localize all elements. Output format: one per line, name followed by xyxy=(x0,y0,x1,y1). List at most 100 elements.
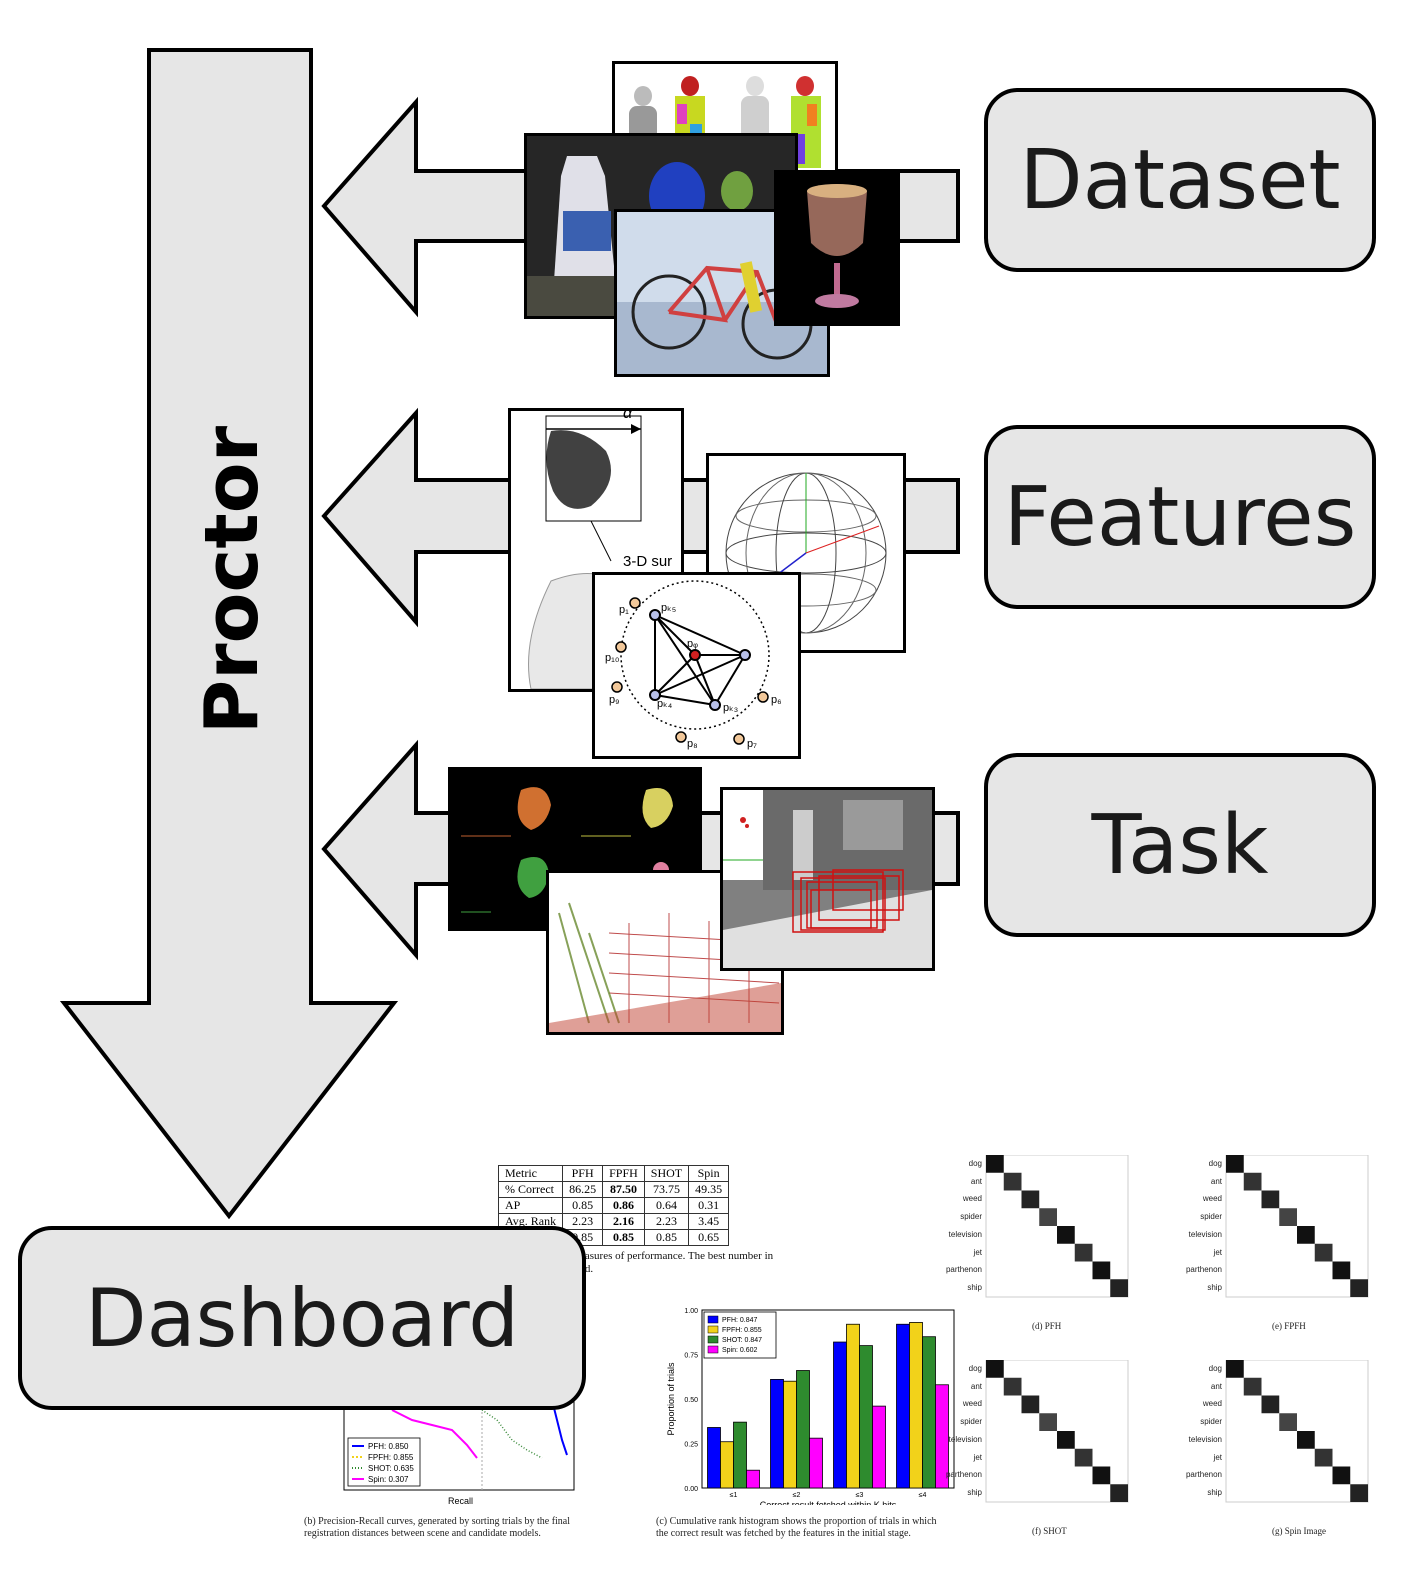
matrix-cell xyxy=(1332,1466,1351,1485)
class-label: spider xyxy=(960,1417,982,1427)
bar xyxy=(922,1336,936,1489)
dataset-box: Dataset xyxy=(984,88,1376,272)
legend-swatch xyxy=(707,1315,719,1324)
point-label: p₇ xyxy=(747,738,757,750)
class-label: ship xyxy=(967,1488,982,1498)
class-label: jet xyxy=(973,1247,982,1257)
class-label: parthenon xyxy=(945,1470,982,1480)
class-label: television xyxy=(1188,1229,1222,1239)
bar xyxy=(909,1322,923,1489)
class-label: weed xyxy=(962,1194,982,1204)
table-cell: 2.16 xyxy=(602,1213,645,1230)
class-label: jet xyxy=(973,1452,982,1462)
matrix-cell xyxy=(1350,1484,1368,1502)
class-label: dog xyxy=(1208,1158,1222,1168)
table-cell: 2.23 xyxy=(643,1213,690,1230)
features-label: Features xyxy=(1003,469,1357,565)
matrix-cell xyxy=(1057,1431,1075,1449)
matrix-cell xyxy=(1039,1413,1057,1431)
bar xyxy=(935,1384,949,1489)
class-label: jet xyxy=(1213,1247,1222,1257)
class-label: dog xyxy=(968,1158,982,1168)
table-row: AP 0.85 0.86 0.64 0.31 xyxy=(497,1197,730,1214)
class-label: dog xyxy=(1208,1363,1222,1373)
point-label: pₖ₃ xyxy=(723,702,738,714)
legend-swatch xyxy=(707,1345,719,1354)
table-cell: 87.50 xyxy=(602,1181,645,1198)
pr-caption-1: (b) Precision-Recall curves, generated b… xyxy=(304,1516,571,1527)
matrix-cell xyxy=(1021,1190,1040,1209)
point-label: p₆ xyxy=(771,694,782,706)
bar xyxy=(846,1323,860,1489)
y-tick-label: 0.25 xyxy=(684,1442,698,1449)
class-label: spider xyxy=(1200,1417,1222,1427)
table-header-cell: Spin xyxy=(688,1165,730,1182)
pr-legend-entry: FPFH: 0.855 xyxy=(368,1453,414,1462)
class-label: ant xyxy=(1210,1381,1222,1391)
point-label: p₁₀ xyxy=(605,652,619,664)
table-cell: 0.85 xyxy=(562,1197,604,1214)
class-label: ship xyxy=(967,1283,982,1293)
bar xyxy=(770,1379,784,1489)
bar xyxy=(783,1380,797,1489)
table-cell: 0.64 xyxy=(643,1197,690,1214)
matrix-cell xyxy=(1226,1155,1244,1173)
matrix-caption: (f) SHOT xyxy=(1032,1526,1067,1536)
x-tick-label: ≤4 xyxy=(919,1492,927,1499)
dataset-label: Dataset xyxy=(1019,132,1341,228)
matrix-cell xyxy=(1110,1484,1128,1502)
matrix-cell xyxy=(1297,1431,1315,1449)
table-cell: 0.31 xyxy=(688,1197,730,1214)
matrix-cell xyxy=(1279,1208,1297,1226)
bar xyxy=(872,1405,886,1489)
class-label: ant xyxy=(1210,1176,1222,1186)
class-label: weed xyxy=(962,1399,982,1409)
matrix-cell xyxy=(1003,1377,1022,1396)
bar xyxy=(796,1370,810,1489)
matrix-cell xyxy=(1003,1172,1022,1191)
matrix-cell xyxy=(1243,1377,1262,1396)
proctor-label: Proctor xyxy=(189,425,275,735)
class-label: parthenon xyxy=(1185,1470,1222,1480)
matrix-cell xyxy=(1226,1360,1244,1378)
pr-legend-entry: PFH: 0.850 xyxy=(368,1442,409,1451)
features-thumb-pfh: p₁ p₁₀ p₉ p₈ p₇ p₆ pₖ₅ pₖ₄ pₖ₃ pᵩ xyxy=(592,572,801,759)
x-axis-label: Correct result fetched within K hits xyxy=(760,1500,897,1505)
class-label: spider xyxy=(1200,1212,1222,1222)
hist-caption-1: (c) Cumulative rank histogram shows the … xyxy=(656,1516,937,1527)
y-tick-label: 0.50 xyxy=(684,1397,698,1404)
bar xyxy=(809,1437,823,1489)
class-label: television xyxy=(948,1434,982,1444)
table-header-cell: SHOT xyxy=(643,1165,690,1182)
matrix-cell xyxy=(986,1360,1004,1378)
matrix-caption: (e) FPFH xyxy=(1272,1321,1306,1331)
bar xyxy=(707,1427,721,1489)
alpha-label: α xyxy=(623,408,633,422)
point-label: p₈ xyxy=(687,738,698,750)
task-thumb-robot xyxy=(720,787,935,971)
class-label: parthenon xyxy=(1185,1265,1222,1275)
table-cell: 86.25 xyxy=(562,1181,604,1198)
point-label: p₉ xyxy=(609,694,619,706)
class-label: spider xyxy=(960,1212,982,1222)
matrix-cell xyxy=(1350,1279,1368,1297)
matrix-caption: (d) PFH xyxy=(1032,1321,1062,1331)
matrix-cell xyxy=(1092,1261,1111,1280)
table-cell: % Correct xyxy=(497,1181,564,1198)
table-cell: 0.65 xyxy=(688,1229,730,1246)
matrix-cell xyxy=(1039,1208,1057,1226)
table-caption-1: easures of performance. The best number … xyxy=(580,1250,774,1262)
class-label: ship xyxy=(1207,1488,1222,1498)
legend-entry: SHOT: 0.847 xyxy=(722,1337,762,1344)
class-label: weed xyxy=(1202,1194,1222,1204)
legend-swatch xyxy=(707,1335,719,1344)
point-label: pₖ₅ xyxy=(661,602,676,614)
matrix-cell xyxy=(1057,1226,1075,1244)
point-label: p₁ xyxy=(619,604,629,616)
table-header-cell: Metric xyxy=(497,1165,564,1182)
matrix-cell xyxy=(1110,1279,1128,1297)
y-tick-label: 0.75 xyxy=(684,1353,698,1360)
